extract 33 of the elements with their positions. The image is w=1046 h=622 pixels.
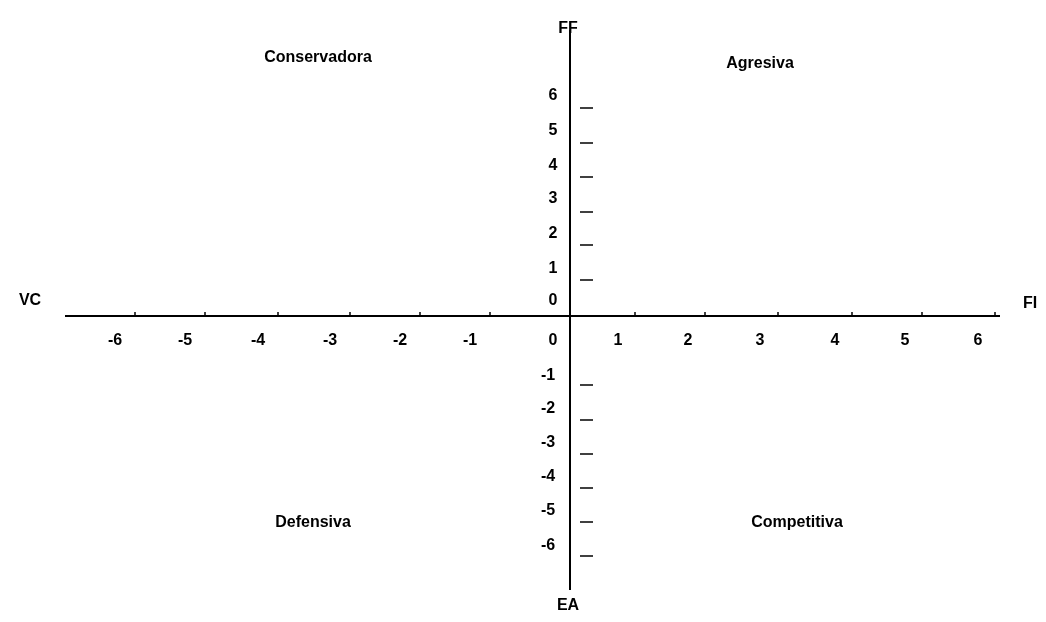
tick-label: -4 [250, 331, 266, 349]
tick-label: -3 [540, 433, 556, 451]
tick-label: -4 [540, 467, 556, 485]
tick-label: 0 [548, 291, 558, 309]
tick-label: 1 [548, 259, 558, 277]
axis-label: VC [18, 291, 42, 309]
tick-label: 0 [548, 331, 558, 349]
axis-label: FI [1022, 294, 1038, 312]
quadrant-label: Competitiva [751, 513, 843, 531]
tick-label: -6 [540, 536, 556, 554]
tick-label: -1 [462, 331, 478, 349]
tick-label: 3 [755, 331, 765, 349]
tick-label: -3 [322, 331, 338, 349]
tick-label: 4 [830, 331, 840, 349]
tick-label: -1 [540, 366, 556, 384]
quadrant-label: Agresiva [726, 54, 794, 72]
tick-label: 4 [548, 156, 558, 174]
tick-label: -6 [107, 331, 123, 349]
tick-label: 6 [548, 86, 558, 104]
tick-label: 6 [973, 331, 983, 349]
tick-label: -5 [177, 331, 193, 349]
axis-label: EA [556, 596, 580, 614]
quadrant-label: Defensiva [275, 513, 351, 531]
quadrant-label: Conservadora [264, 48, 372, 66]
tick-label: 1 [613, 331, 623, 349]
tick-label: 5 [900, 331, 910, 349]
tick-label: 2 [548, 224, 558, 242]
tick-label: -5 [540, 501, 556, 519]
tick-label: 2 [683, 331, 693, 349]
tick-label: -2 [540, 399, 556, 417]
tick-label: 5 [548, 121, 558, 139]
tick-label: -2 [392, 331, 408, 349]
tick-label: 3 [548, 189, 558, 207]
